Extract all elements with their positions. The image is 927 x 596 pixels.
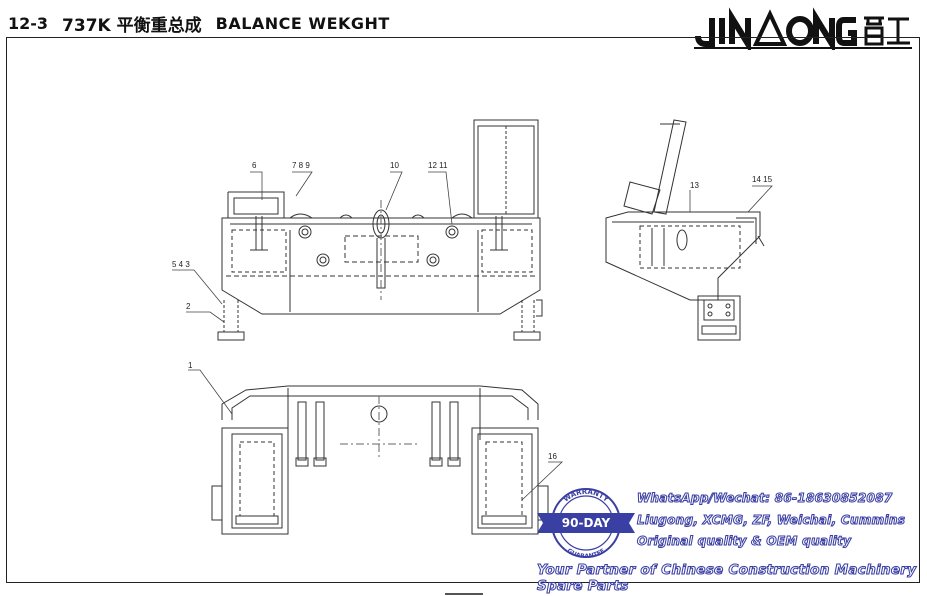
watermark-quality: Original quality & OEM quality (636, 534, 852, 549)
watermark-contact: WhatsApp/Wechat: 86-18630852087 (637, 491, 893, 506)
page-header: 12-3 737K 平衡重总成 BALANCE WEKGHT (8, 10, 390, 36)
watermark-tagline: Your Partner of Chinese Construction Mac… (537, 562, 917, 595)
callout-5-4-3: 5 4 3 (172, 260, 190, 269)
model-title: 737K 平衡重总成 (62, 15, 202, 36)
section-number: 12-3 (8, 13, 49, 33)
page-scroll-marker (445, 593, 483, 595)
badge-bottom-text: GUARANTEE (566, 547, 606, 559)
svg-text:GUARANTEE: GUARANTEE (566, 547, 606, 559)
callout-2: 2 (186, 302, 191, 311)
callout-14-15: 14 15 (752, 175, 773, 184)
callout-16: 16 (548, 452, 557, 461)
front-view (217, 119, 543, 341)
warranty-badge: WARRANTY GUARANTEE 90-DAY (537, 488, 635, 559)
callout-7-8-9: 7 8 9 (292, 161, 310, 170)
english-title: BALANCE WEKGHT (215, 13, 390, 33)
drawing-frame (6, 37, 920, 583)
side-view (605, 119, 765, 341)
badge-center-text: 90-DAY (562, 516, 611, 530)
callout-13: 13 (690, 181, 699, 190)
callout-6: 6 (252, 161, 257, 170)
callout-leaders (172, 171, 773, 501)
callout-10: 10 (390, 161, 399, 170)
watermark-brands: Liugong, XCMG, ZF, Weichai, Cummins (636, 513, 906, 528)
callout-12-11: 12 11 (428, 161, 448, 170)
top-view (211, 385, 549, 535)
callout-1: 1 (188, 361, 193, 370)
